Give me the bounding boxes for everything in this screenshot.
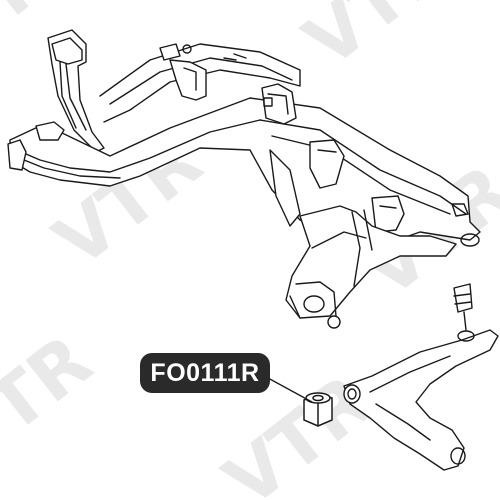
subframe-drawing <box>7 29 481 329</box>
leader-line <box>267 377 313 403</box>
watermark-text: VTR <box>289 0 467 83</box>
part-number-label: FO0111R <box>140 353 270 393</box>
control-arm-drawing <box>343 283 499 471</box>
watermark-text: VTR <box>0 319 107 484</box>
bushing-part-icon <box>303 392 333 427</box>
